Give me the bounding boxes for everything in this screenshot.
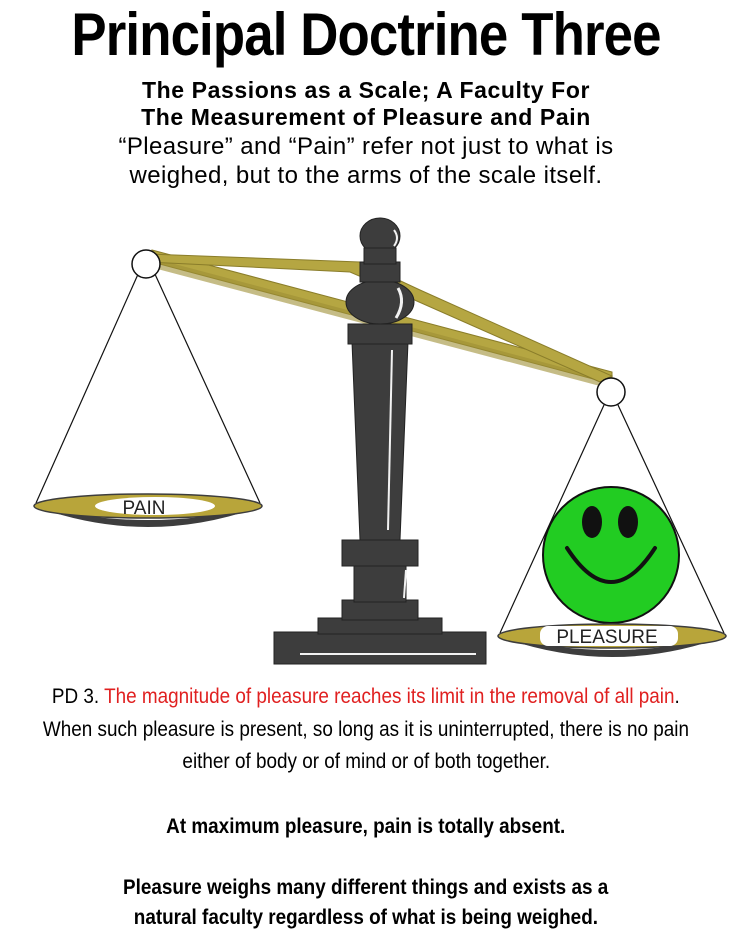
summary-line-2-text: Pleasure weighs many different things an… [123,876,609,899]
summary-line-3: natural faculty regardless of what is be… [0,903,732,932]
right-pan: PLEASURE [497,623,727,657]
left-beam-ring [131,249,161,279]
scale-pillar [273,217,487,665]
doctrine-suffix: . [674,685,680,708]
subtitle-line-2: The Measurement of Pleasure and Pain [141,104,591,130]
doctrine-line-3-text: either of body or of mind or of both tog… [182,750,550,773]
doctrine-prefix: PD 3. [52,685,105,708]
pleasure-label: PLEASURE [556,627,657,648]
balance-scale-icon: PAIN PLEASURE [33,217,727,665]
summary-line-1-text: At maximum pleasure, pain is totally abs… [166,815,566,838]
pain-label: PAIN [123,498,166,519]
quote-line-2: weighed, but to the arms of the scale it… [129,162,603,189]
smiley-face-icon [542,486,680,624]
page-title: Principal Doctrine Three [71,1,661,68]
summary-line-3-text: natural faculty regardless of what is be… [133,906,599,929]
doctrine-line-2-text: When such pleasure is present, so long a… [42,718,690,741]
summary-line-1: At maximum pleasure, pain is totally abs… [0,812,732,841]
subtitle-line-1: The Passions as a Scale; A Faculty For [141,77,591,103]
summary-line-2: Pleasure weighs many different things an… [0,873,732,902]
doctrine-highlight: The magnitude of pleasure reaches its li… [104,685,675,708]
quote-line-1: “Pleasure” and “Pain” refer not just to … [118,133,614,160]
left-pan-strings [35,271,261,504]
right-beam-ring [596,377,626,407]
left-pan: PAIN [33,493,263,527]
right-pan-strings [499,404,725,634]
doctrine-line-2: When such pleasure is present, so long a… [0,715,732,744]
doctrine-line-1: PD 3. The magnitude of pleasure reaches … [0,682,732,711]
doctrine-line-3: either of body or of mind or of both tog… [0,747,732,776]
